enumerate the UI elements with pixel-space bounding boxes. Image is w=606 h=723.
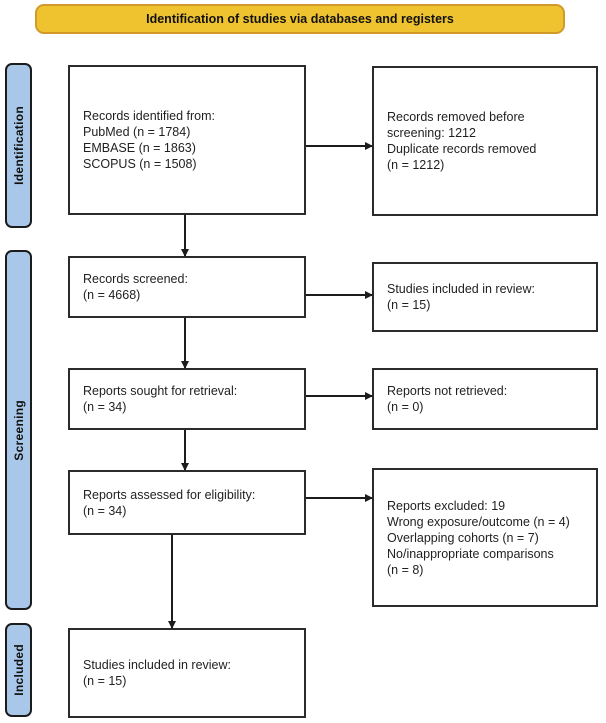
arrow-line: [306, 395, 372, 397]
box-reports-assessed-text: Reports assessed for eligibility: (n = 3…: [83, 487, 256, 518]
arrowhead-down-icon: [167, 621, 176, 629]
box-reports-sought-for-retrieval: Reports sought for retrieval: (n = 34): [68, 368, 306, 430]
banner-identification-via-databases: Identification of studies via databases …: [35, 4, 565, 34]
box-reports-excluded-text: Reports excluded: 19 Wrong exposure/outc…: [387, 498, 570, 577]
box-records-removed-text: Records removed before screening: 1212 D…: [387, 110, 537, 172]
box-studies-included-in-review-text: Studies included in review: (n = 15): [387, 282, 535, 312]
arrowhead-down-icon: [180, 463, 189, 471]
arrow-line: [306, 497, 372, 499]
box-records-removed-before-screening: Records removed before screening: 1212 D…: [372, 66, 598, 216]
box-studies-included-in-review: Studies included in review: (n = 15): [372, 262, 598, 332]
box-records-identified-text: Records identified from: PubMed (n = 178…: [83, 109, 216, 171]
box-reports-not-retrieved-text: Reports not retrieved: (n = 0): [387, 384, 508, 414]
stage-screening-text: Screening: [11, 399, 26, 461]
arrow-line: [184, 215, 186, 256]
arrowhead-down-icon: [180, 361, 189, 369]
box-reports-excluded: Reports excluded: 19 Wrong exposure/outc…: [372, 468, 598, 607]
arrowhead-right-icon: [365, 391, 373, 400]
box-reports-sought-text: Reports sought for retrieval: (n = 34): [83, 384, 238, 414]
box-records-screened-text: Records screened: (n = 4668): [83, 272, 188, 302]
stage-label-screening: Screening: [5, 250, 32, 610]
box-reports-assessed-for-eligibility: Reports assessed for eligibility: (n = 3…: [68, 470, 306, 535]
box-reports-not-retrieved: Reports not retrieved: (n = 0): [372, 368, 598, 430]
arrow-line: [184, 318, 186, 368]
box-studies-included-final-text: Studies included in review: (n = 15): [83, 658, 231, 688]
arrow-line: [306, 145, 372, 147]
stage-label-identification: Identification: [5, 63, 32, 228]
arrowhead-right-icon: [365, 493, 373, 502]
banner-label: Identification of studies via databases …: [146, 12, 454, 26]
arrowhead-right-icon: [365, 290, 373, 299]
arrow-line: [171, 535, 173, 628]
arrowhead-right-icon: [365, 141, 373, 150]
stage-identification-text: Identification: [11, 106, 26, 185]
arrow-line: [306, 294, 372, 296]
box-studies-included-final: Studies included in review: (n = 15): [68, 628, 306, 718]
stage-label-included: Included: [5, 623, 32, 717]
arrowhead-down-icon: [180, 249, 189, 257]
arrow-line: [184, 430, 186, 470]
box-records-identified: Records identified from: PubMed (n = 178…: [68, 65, 306, 215]
box-records-screened: Records screened: (n = 4668): [68, 256, 306, 318]
stage-included-text: Included: [11, 644, 26, 696]
